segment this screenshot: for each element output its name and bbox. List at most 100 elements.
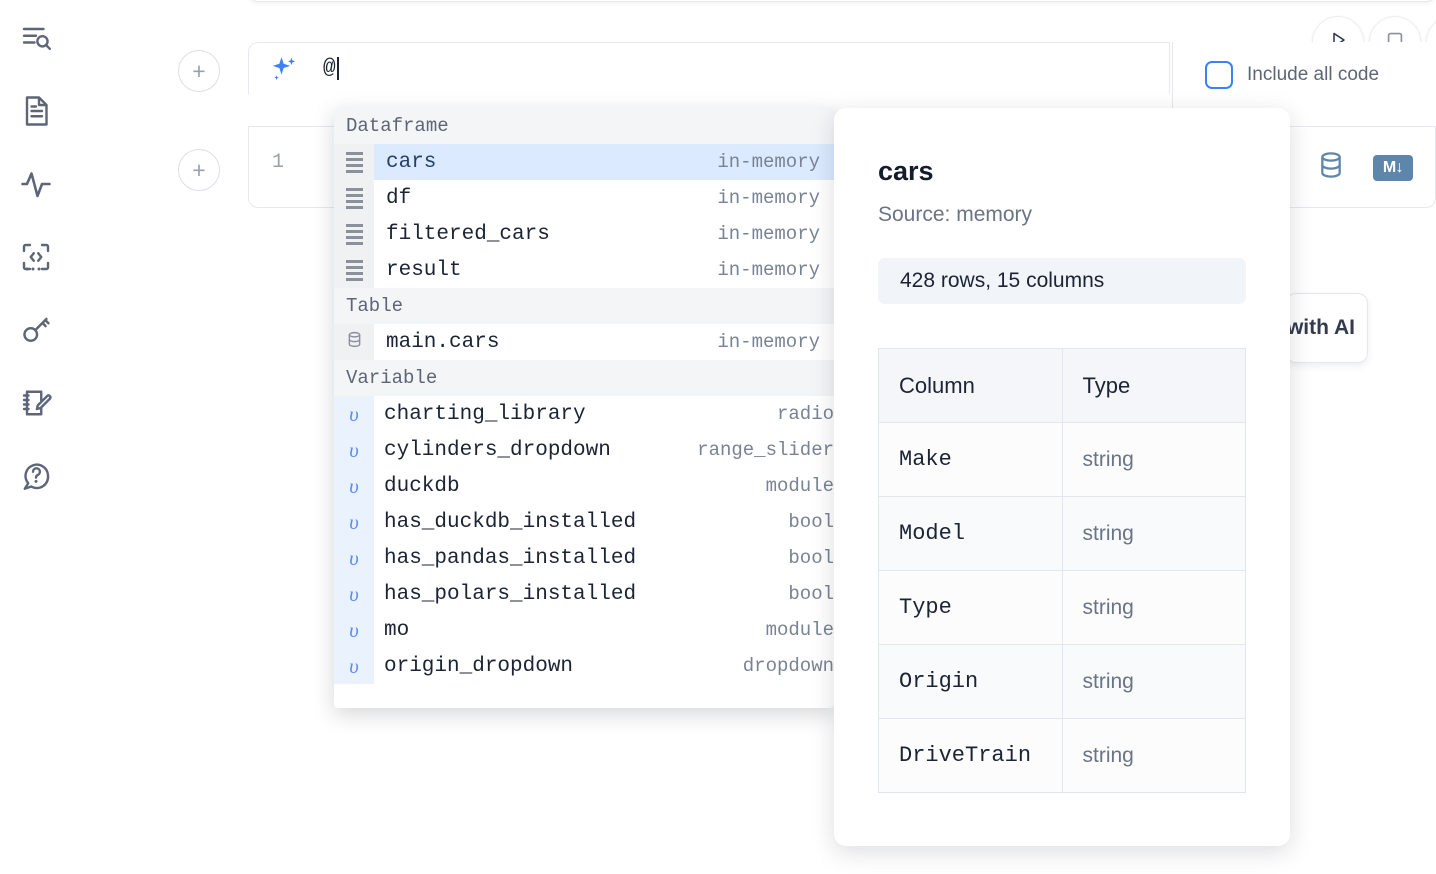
variable-upsilon-icon: υ <box>349 545 359 570</box>
autocomplete-item-label: mo <box>384 618 410 642</box>
autocomplete-item-type: bool <box>788 583 834 605</box>
autocomplete-item-label: cylinders_dropdown <box>384 438 611 462</box>
key-icon <box>18 312 54 348</box>
autocomplete-item-label: has_pandas_installed <box>384 546 637 570</box>
autocomplete-item-icon <box>334 216 374 252</box>
variable-upsilon-icon: υ <box>349 581 359 606</box>
autocomplete-item-icon <box>334 324 374 360</box>
sidebar-item-scratchpad[interactable] <box>16 383 56 423</box>
autocomplete-item-label: duckdb <box>384 474 460 498</box>
code-snippet-icon <box>18 239 54 275</box>
autocomplete-item[interactable]: υ has_polars_installed bool <box>334 576 834 612</box>
cell-icon-group: M↓ <box>1315 149 1413 186</box>
autocomplete-group-table: Table <box>334 288 834 324</box>
dataframe-bars-icon <box>345 151 363 173</box>
generate-with-ai-card[interactable]: with AI <box>1286 293 1368 363</box>
sidebar-item-document[interactable] <box>16 91 56 131</box>
sidebar-item-activity[interactable] <box>16 164 56 204</box>
autocomplete-item-icon <box>334 252 374 288</box>
autocomplete-item-icon: υ <box>334 540 374 576</box>
preview-column-name: Model <box>878 496 1063 571</box>
sidebar-item-outline-search[interactable] <box>16 18 56 58</box>
dataframe-bars-icon <box>345 259 363 281</box>
autocomplete-group-variable: Variable <box>334 360 834 396</box>
add-cell-button-top[interactable]: + <box>178 50 220 92</box>
autocomplete-item-label: has_polars_installed <box>384 582 637 606</box>
generate-with-ai-label: with AI <box>1286 316 1356 339</box>
ai-prompt-bar[interactable]: @ <box>248 42 1170 94</box>
text-caret <box>337 57 340 80</box>
autocomplete-item-icon: υ <box>334 612 374 648</box>
outline-search-icon <box>18 20 54 56</box>
ai-prompt-value: @ <box>323 57 337 80</box>
preview-column-name: Type <box>878 570 1063 645</box>
markdown-badge[interactable]: M↓ <box>1373 154 1413 181</box>
autocomplete-item-label: charting_library <box>384 402 586 426</box>
preview-table-header: Type <box>1061 348 1246 423</box>
preview-column-name: Origin <box>878 644 1063 719</box>
database-icon[interactable] <box>1315 149 1347 186</box>
autocomplete-item-icon: υ <box>334 504 374 540</box>
previous-cell-edge <box>248 0 1436 2</box>
preview-column-type: string <box>1061 422 1246 497</box>
autocomplete-item-icon: υ <box>334 432 374 468</box>
preview-shape-badge: 428 rows, 15 columns <box>878 258 1246 304</box>
autocomplete-item-type: bool <box>788 547 834 569</box>
autocomplete-item-icon <box>334 180 374 216</box>
activity-pulse-icon <box>18 166 54 202</box>
variable-upsilon-icon: υ <box>349 653 359 678</box>
dataframe-preview-panel: cars Source: memory 428 rows, 15 columns… <box>834 108 1290 846</box>
sidebar-item-help[interactable] <box>16 456 56 496</box>
autocomplete-group-dataframe: Dataframe <box>334 108 834 144</box>
ai-prompt-input[interactable]: @ <box>323 43 1169 94</box>
autocomplete-item-icon <box>334 144 374 180</box>
autocomplete-item-type: in-memory <box>717 259 820 281</box>
scratchpad-edit-icon <box>18 385 54 421</box>
autocomplete-item-type: range_slider <box>697 439 834 461</box>
autocomplete-item[interactable]: υ cylinders_dropdown range_slider <box>334 432 834 468</box>
preview-column-type: string <box>1061 570 1246 645</box>
help-chat-icon <box>18 458 54 494</box>
sidebar-item-secrets[interactable] <box>16 310 56 350</box>
autocomplete-item-type: in-memory <box>717 187 820 209</box>
document-icon <box>18 93 54 129</box>
preview-source: Source: memory <box>878 203 1033 226</box>
sparkles-icon <box>269 54 299 84</box>
add-cell-button-bottom[interactable]: + <box>178 149 220 191</box>
autocomplete-item-type: in-memory <box>717 151 820 173</box>
preview-table-header: Column <box>878 348 1063 423</box>
autocomplete-item-icon: υ <box>334 468 374 504</box>
include-all-code-row[interactable]: Include all code <box>1172 42 1436 108</box>
sidebar-item-code-snippets[interactable] <box>16 237 56 277</box>
autocomplete-item-icon: υ <box>334 396 374 432</box>
variable-upsilon-icon: υ <box>349 617 359 642</box>
autocomplete-item-label: origin_dropdown <box>384 654 574 678</box>
preview-title: cars <box>878 156 934 186</box>
autocomplete-item[interactable]: υ has_pandas_installed bool <box>334 540 834 576</box>
database-icon <box>345 330 364 354</box>
include-all-code-checkbox[interactable] <box>1205 61 1233 89</box>
variable-upsilon-icon: υ <box>349 509 359 534</box>
autocomplete-item-label: filtered_cars <box>386 222 550 246</box>
dataframe-bars-icon <box>345 187 363 209</box>
autocomplete-item-type: in-memory <box>717 331 820 353</box>
autocomplete-item-type: module <box>765 475 834 497</box>
